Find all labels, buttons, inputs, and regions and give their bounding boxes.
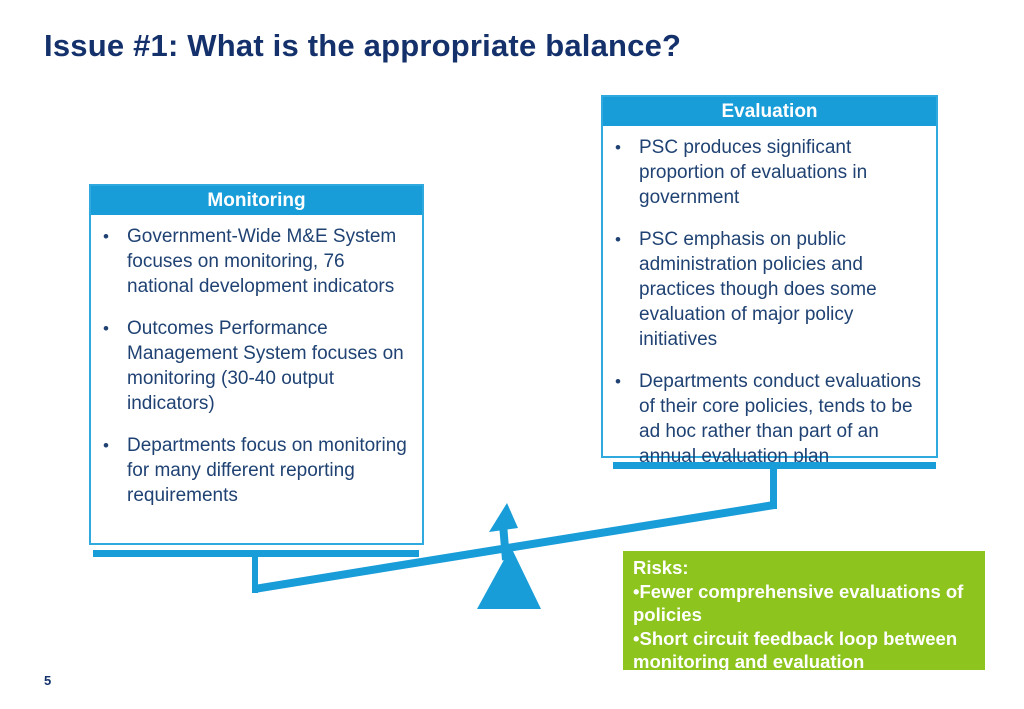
bullet-dot-icon: • bbox=[103, 436, 109, 455]
monitoring-box-header: Monitoring bbox=[91, 186, 422, 215]
monitoring-bullet-list: • Government-Wide M&E System focuses on … bbox=[91, 215, 422, 508]
bullet-dot-icon: • bbox=[615, 138, 621, 157]
evaluation-bullet-3: Departments conduct evaluations of their… bbox=[639, 371, 921, 467]
risks-box: Risks: •Fewer comprehensive evaluations … bbox=[623, 551, 985, 672]
list-item: • Departments conduct evaluations of the… bbox=[615, 369, 928, 469]
list-item: • Departments focus on monitoring for ma… bbox=[103, 433, 414, 508]
evaluation-bullet-1: PSC produces significant proportion of e… bbox=[639, 137, 868, 208]
evaluation-bullet-list: • PSC produces significant proportion of… bbox=[603, 126, 936, 469]
monitoring-underline-bar bbox=[93, 550, 419, 557]
risks-item-2: •Short circuit feedback loop between mon… bbox=[633, 627, 958, 673]
arrow-up-shaft bbox=[499, 523, 510, 561]
bullet-dot-icon: • bbox=[103, 227, 109, 246]
list-item: • PSC produces significant proportion of… bbox=[615, 135, 928, 210]
page-number: 5 bbox=[44, 673, 52, 688]
risks-item-1: •Fewer comprehensive evaluations of poli… bbox=[633, 580, 964, 626]
evaluation-box: Evaluation • PSC produces significant pr… bbox=[601, 95, 938, 467]
left-support-line bbox=[252, 553, 258, 593]
bullet-dot-icon: • bbox=[615, 230, 621, 249]
bullet-dot-icon: • bbox=[103, 319, 109, 338]
risks-title: Risks: bbox=[633, 557, 689, 578]
right-support-line bbox=[770, 466, 777, 509]
list-item: • Outcomes Performance Management System… bbox=[103, 316, 414, 416]
monitoring-bullet-2: Outcomes Performance Management System f… bbox=[127, 318, 404, 414]
bullet-dot-icon: • bbox=[615, 372, 621, 391]
evaluation-box-header: Evaluation bbox=[603, 97, 936, 126]
fulcrum-triangle bbox=[477, 547, 541, 609]
monitoring-bullet-3: Departments focus on monitoring for many… bbox=[127, 435, 407, 506]
evaluation-bullet-2: PSC emphasis on public administration po… bbox=[639, 229, 877, 350]
list-item: • Government-Wide M&E System focuses on … bbox=[103, 224, 414, 299]
list-item: • PSC emphasis on public administration … bbox=[615, 227, 928, 352]
monitoring-box: Monitoring • Government-Wide M&E System … bbox=[89, 184, 424, 545]
monitoring-bullet-1: Government-Wide M&E System focuses on mo… bbox=[127, 226, 397, 297]
arrow-up-icon bbox=[489, 503, 518, 532]
slide-title: Issue #1: What is the appropriate balanc… bbox=[44, 28, 682, 63]
